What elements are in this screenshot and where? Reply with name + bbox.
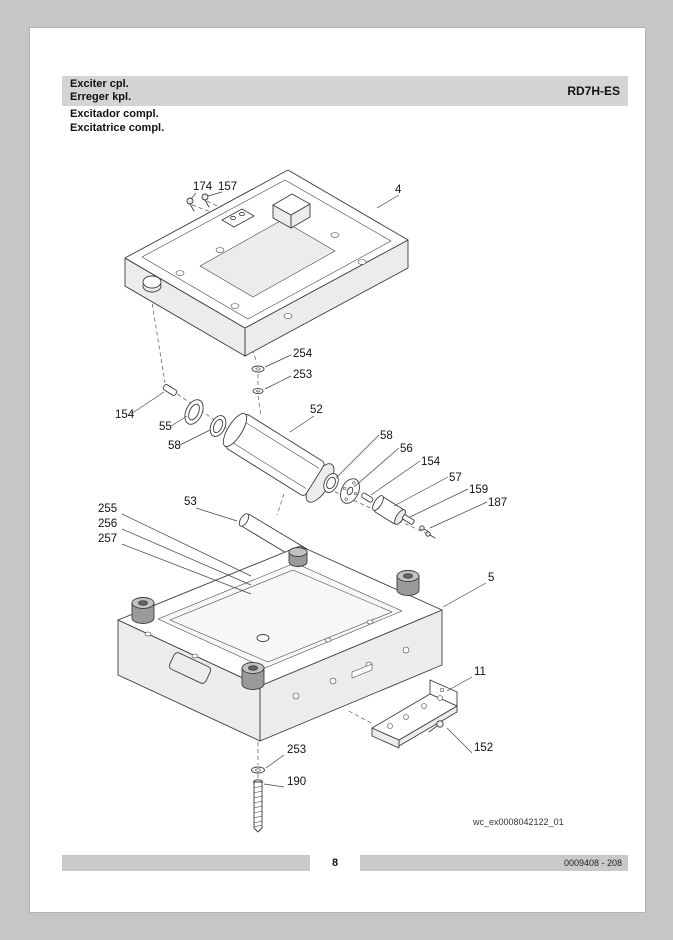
title-spanish: Excitador compl.	[70, 108, 159, 120]
exciter-housing-part	[222, 413, 335, 503]
part-label-253-bottom: 253	[287, 744, 306, 756]
pin-154-right	[361, 492, 374, 503]
part-label-256: 256	[98, 518, 117, 530]
part-labels: 174 157 4 254 253 154 55 52 58 58 56 154…	[98, 181, 507, 788]
footer: 8 0009408 - 208	[62, 855, 628, 871]
part-label-52: 52	[310, 404, 323, 416]
title-english: Exciter cpl.	[70, 78, 129, 90]
screws-187	[419, 525, 436, 539]
part-label-159: 159	[469, 484, 488, 496]
part-label-254: 254	[293, 348, 313, 360]
doc-number: 0009408 - 208	[563, 858, 622, 868]
part-label-154-right: 154	[421, 456, 441, 468]
part-label-174: 174	[193, 181, 213, 193]
subtitles: Excitador compl. Excitatrice compl.	[70, 108, 164, 135]
leader-lines	[121, 191, 488, 788]
part-label-56: 56	[400, 443, 413, 455]
shock-mount-right	[396, 570, 420, 596]
ring-58-left	[209, 415, 227, 437]
key-159	[401, 514, 415, 525]
bracket-11-part	[371, 679, 458, 749]
part-label-152: 152	[474, 742, 493, 754]
bolt-190	[253, 779, 263, 833]
header-titles: Exciter cpl. Erreger kpl.	[62, 78, 131, 104]
part-label-57: 57	[449, 472, 462, 484]
part-label-53: 53	[184, 496, 197, 508]
screw-152	[428, 720, 444, 733]
hub-57	[372, 495, 406, 525]
title-german: Erreger kpl.	[70, 91, 132, 103]
ring-55	[184, 399, 204, 425]
part-label-58-right: 58	[380, 430, 393, 442]
page-number: 8	[310, 855, 360, 871]
footer-bar-right: 0009408 - 208	[360, 855, 628, 871]
screws-174-157	[186, 193, 210, 212]
part-label-257: 257	[98, 533, 117, 545]
part-label-157: 157	[218, 181, 237, 193]
part-label-154-left: 154	[115, 409, 135, 421]
shock-mount-top	[288, 547, 308, 567]
part-label-255: 255	[98, 503, 117, 515]
exploded-parts-diagram: 174 157 4 254 253 154 55 52 58 58 56 154…	[98, 169, 564, 833]
washer-253-bottom	[251, 766, 265, 774]
part-label-253-top: 253	[293, 369, 312, 381]
part-label-187: 187	[488, 497, 507, 509]
part-label-11: 11	[474, 666, 486, 678]
bearing-58-right	[323, 473, 339, 493]
washers-254-253	[251, 365, 265, 395]
figure-code: wc_ex0008042122_01	[472, 817, 564, 827]
part-label-190: 190	[287, 776, 306, 788]
title-french: Excitatrice compl.	[70, 121, 165, 134]
shock-mount-bottom	[241, 662, 265, 690]
footer-bar-left	[62, 855, 310, 871]
flange-56	[340, 478, 360, 504]
lower-frame-part	[117, 545, 443, 742]
top-plate-part	[124, 169, 409, 357]
header-bar: Exciter cpl. Erreger kpl. RD7H-ES	[62, 76, 628, 106]
shock-mount-left	[131, 597, 155, 624]
model-number: RD7H-ES	[567, 84, 620, 98]
manual-page: Exciter cpl. Erreger kpl. RD7H-ES Excita…	[29, 27, 646, 913]
part-label-5: 5	[488, 572, 494, 584]
part-label-4: 4	[395, 184, 402, 196]
part-label-58-left: 58	[168, 440, 181, 452]
part-label-55: 55	[159, 421, 172, 433]
pin-154-left	[162, 384, 178, 396]
